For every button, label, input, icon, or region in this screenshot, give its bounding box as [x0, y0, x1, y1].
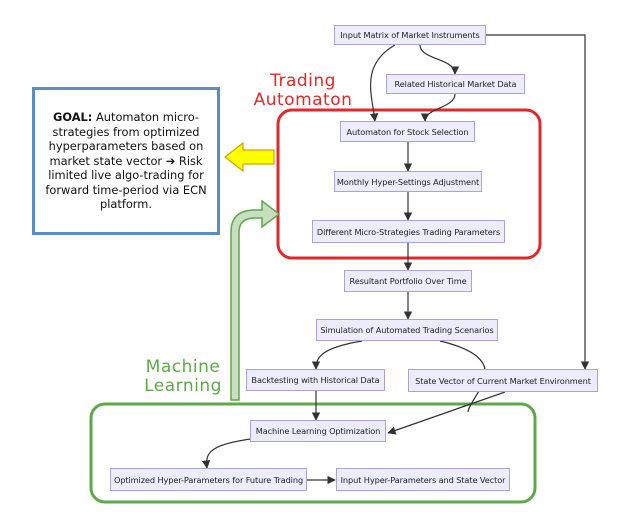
- trading-automaton-region: [276, 108, 542, 260]
- node-optimized-params: Optimized Hyper-Parameters for Future Tr…: [110, 468, 307, 491]
- goal-description: Automaton micro-strategies from optimize…: [45, 110, 207, 212]
- goal-pointer-arrow: [224, 141, 275, 173]
- node-backtesting: Backtesting with Historical Data: [246, 369, 385, 391]
- node-state-vector: State Vector of Current Market Environme…: [408, 369, 598, 392]
- goal-heading: GOAL:: [52, 110, 93, 125]
- machine-learning-label: Machine Learning: [144, 357, 222, 396]
- node-input-matrix: Input Matrix of Market Instruments: [334, 25, 486, 45]
- ml-feedback-arrow: [230, 199, 281, 401]
- node-resultant-portfolio: Resultant Portfolio Over Time: [344, 270, 472, 292]
- edge-state-vector-to-ml-opt: [387, 391, 506, 435]
- edge-input-to-automaton: [369, 44, 396, 122]
- machine-learning-region: [89, 402, 537, 504]
- goal-text-block: GOAL: Automaton micro-strategies from op…: [41, 110, 211, 212]
- node-historical-data: Related Historical Market Data: [386, 74, 525, 94]
- node-ml-optimization: Machine Learning Optimization: [250, 420, 386, 442]
- node-monthly-adjustment: Monthly Hyper-Settings Adjustment: [334, 171, 482, 192]
- edge-input-to-state-vector: [485, 34, 590, 370]
- trading-automaton-label: Trading Automaton: [253, 71, 353, 110]
- node-input-params: Input Hyper-Parameters and State Vector: [336, 468, 510, 491]
- goal-callout: GOAL: Automaton micro-strategies from op…: [32, 87, 220, 235]
- edge-ml-opt-to-optimized: [201, 437, 259, 469]
- edge-input-to-historical: [419, 44, 460, 75]
- node-automaton-selection: Automaton for Stock Selection: [340, 121, 475, 142]
- node-simulation: Simulation of Automated Trading Scenario…: [316, 319, 498, 341]
- edge-historical-to-automaton: [420, 93, 456, 122]
- node-micro-strategies: Different Micro-Strategies Trading Param…: [312, 220, 505, 243]
- edge-simulation-to-backtesting: [311, 340, 363, 370]
